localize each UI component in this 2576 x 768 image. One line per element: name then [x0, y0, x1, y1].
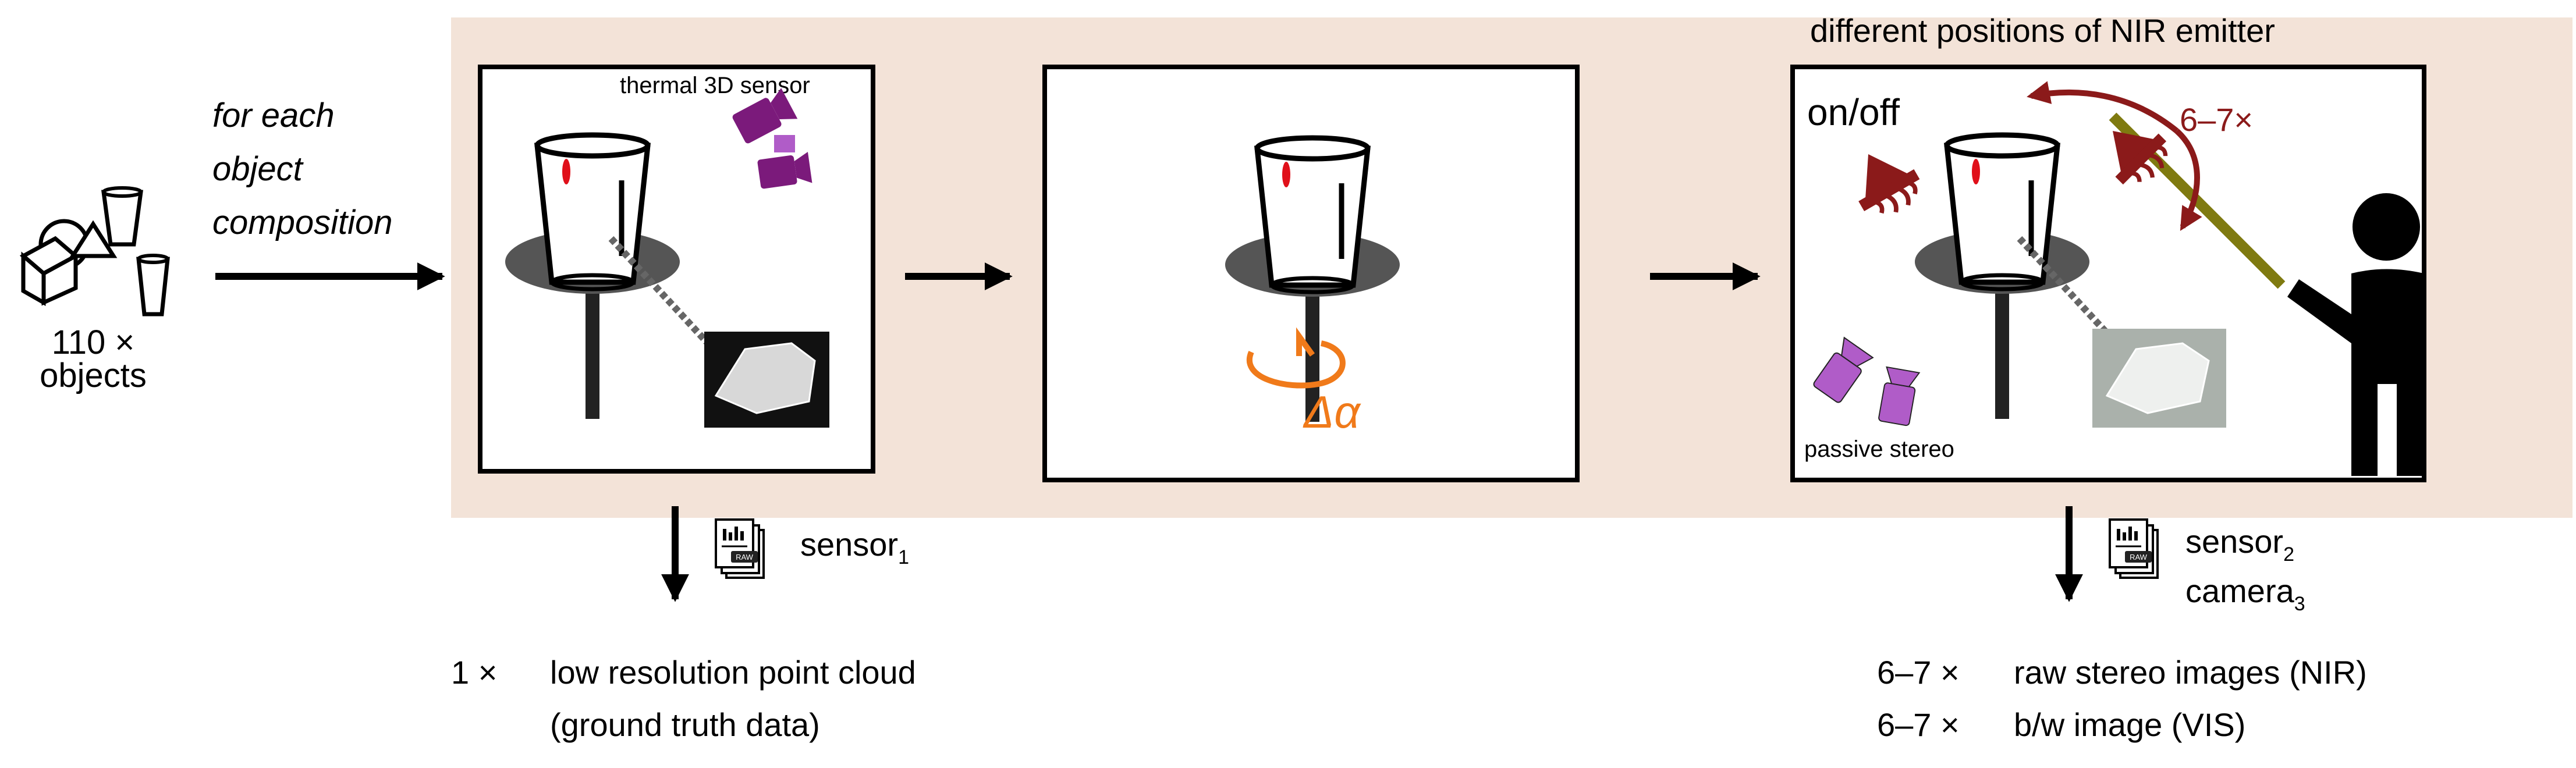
- onoff-label: on/off: [1807, 91, 1900, 133]
- stereo-label: passive stereo: [1804, 436, 1954, 462]
- output-camera-3: camera3: [2185, 573, 2305, 615]
- raw-file-icon: [2109, 518, 2159, 579]
- object-count: 110 ×: [52, 323, 134, 361]
- result-line-2: (ground truth data): [550, 706, 820, 743]
- output-sensor-1: sensor1: [800, 526, 909, 568]
- caption-line-1: for each: [212, 97, 335, 134]
- thermal-camera-icon: [730, 88, 812, 190]
- object-holder: [608, 236, 719, 355]
- person-icon: [2287, 193, 2424, 476]
- repeat-label: 6–7×: [2180, 101, 2253, 138]
- caption-line-2: object: [212, 150, 304, 188]
- glass-icon: [537, 135, 648, 289]
- result-line-1: low resolution point cloud: [550, 654, 916, 691]
- result-text-3a: raw stereo images (NIR): [2014, 654, 2367, 691]
- result-count-3b: 6–7 ×: [1877, 706, 1960, 743]
- object-holder: [2017, 236, 2127, 355]
- raw-file-icon: [715, 518, 765, 579]
- transparent-object: [2105, 342, 2210, 414]
- glass-icon: [1947, 135, 2057, 289]
- rotation-arrow-icon: [1247, 327, 1346, 389]
- result-count-3a: 6–7 ×: [1877, 654, 1960, 691]
- nir-title: different positions of NIR emitter: [1810, 12, 2275, 49]
- emitter-move-arrow: [2027, 81, 2179, 133]
- glass-icon: [1257, 138, 1368, 292]
- output-sensor-2: sensor2: [2185, 523, 2294, 566]
- emitter-move-arrow: [2174, 129, 2202, 231]
- transparent-object: [714, 342, 816, 414]
- objects-label: objects: [40, 357, 147, 394]
- rotation-label: Δα: [1303, 386, 1361, 438]
- primitives-icon: [19, 186, 170, 317]
- caption-line-3: composition: [212, 204, 392, 241]
- result-count-1: 1 ×: [451, 654, 497, 691]
- result-text-3b: b/w image (VIS): [2014, 706, 2245, 743]
